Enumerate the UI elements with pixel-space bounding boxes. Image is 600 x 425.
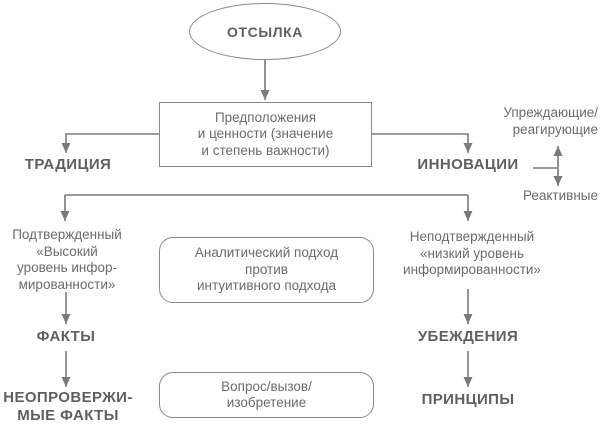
- arrow-assumptions-to-tradition: [61, 133, 159, 153]
- assumptions-text: Предположения и ценности (значение и сте…: [197, 109, 334, 158]
- principles-label: ПРИНЦИПЫ: [421, 391, 515, 408]
- analytical-text: Аналитический подход против интуитивного…: [194, 245, 339, 294]
- irrefutable-facts-label: НЕОПРОВЕРЖИ- МЫЕ ФАКТЫ: [3, 389, 133, 424]
- arrow-assumptions-to-innovation: [372, 133, 473, 153]
- question-text: Вопрос/вызов/ изобретение: [221, 378, 312, 411]
- proactive-reactive-label: Упреждающие/ реагирующие: [503, 105, 598, 137]
- confirmed-label: Подтвержденный «Высокий уровень инфор- м…: [12, 227, 122, 292]
- assumptions-box: Предположения и ценности (значение и сте…: [159, 102, 372, 167]
- root-ellipse: ОТСЫЛКА: [189, 3, 341, 60]
- tradition-label: ТРАДИЦИЯ: [24, 156, 112, 173]
- question-box: Вопрос/вызов/ изобретение: [159, 372, 374, 418]
- facts-label: ФАКТЫ: [36, 328, 96, 345]
- analytical-box: Аналитический подход против интуитивного…: [159, 237, 374, 303]
- root-label: ОТСЫЛКА: [227, 23, 303, 40]
- unconfirmed-label: Неподтвержденный «низкий уровень информи…: [403, 229, 541, 277]
- innovation-label: ИННОВАЦИИ: [417, 156, 519, 173]
- reactive-label: Реактивные: [522, 188, 598, 203]
- beliefs-label: УБЕЖДЕНИЯ: [417, 328, 519, 345]
